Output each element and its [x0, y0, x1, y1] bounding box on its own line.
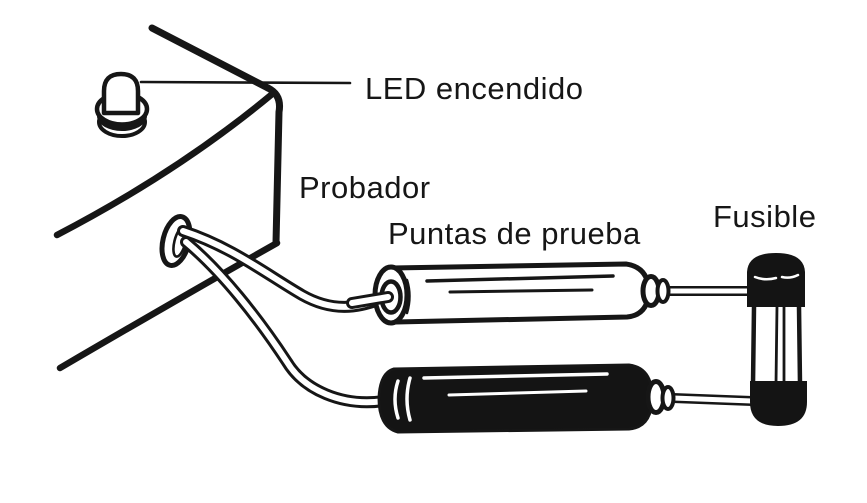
- led-indicator: [94, 71, 150, 138]
- fuse-element-wire: [774, 304, 779, 386]
- test-lead-wire-bottom: [180, 236, 390, 409]
- fuse-top-cap: [747, 253, 805, 307]
- white-probe: [346, 261, 755, 326]
- fuse-bottom-cap: [750, 381, 807, 426]
- tester-box: [53, 24, 283, 372]
- fuse-cartridge: [747, 253, 807, 426]
- label-led-on: LED encendido: [365, 71, 584, 106]
- led-leader-line: [139, 80, 352, 85]
- label-tester: Probador: [299, 170, 431, 205]
- black-probe: [377, 363, 757, 434]
- label-fuse: Fusible: [713, 199, 817, 234]
- label-test-probes: Puntas de prueba: [388, 216, 641, 251]
